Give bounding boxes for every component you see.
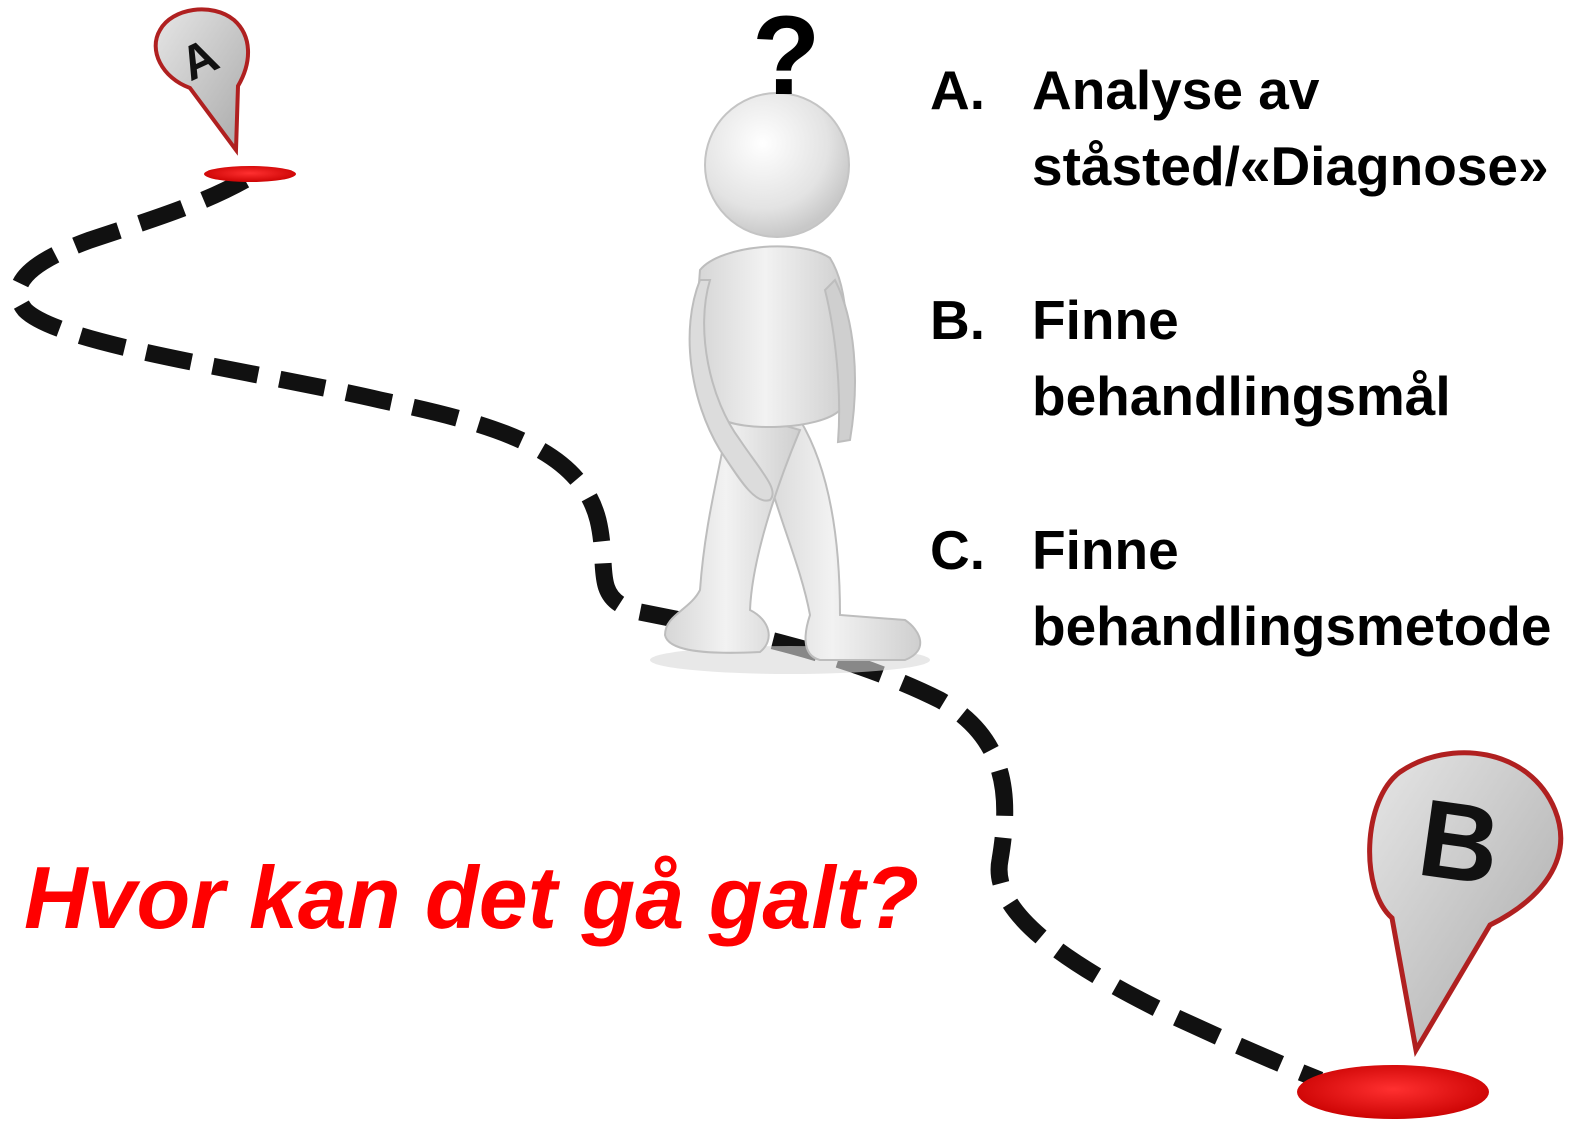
end-marker-base [1297,1065,1489,1119]
steps-list: A. Analyse av ståsted/«Diagnose» B. Finn… [930,52,1570,742]
figure-arm [688,279,774,502]
figure-torso [697,245,848,429]
step-letter: B. [930,289,985,351]
step-letter: A. [930,59,985,121]
figure-back-leg [758,418,922,661]
step-text: Finne behandlingsmål [1032,289,1451,427]
start-marker: A [153,7,296,182]
step-item-a: A. Analyse av ståsted/«Diagnose» [930,52,1570,204]
figure-head [704,92,850,238]
headline: Hvor kan det gå galt? [24,848,919,947]
step-item-c: C. Finne behandlingsmetode [930,512,1570,664]
figure-back-arm [823,278,856,444]
step-text: Analyse av ståsted/«Diagnose» [1032,59,1549,197]
end-marker-pin [1367,750,1564,1058]
figure-front-leg [663,408,802,654]
step-item-b: B. Finne behandlingsmål [930,282,1570,434]
start-marker-pin [153,7,251,156]
winding-path [9,172,1324,1088]
walking-figure [650,92,930,674]
end-marker: B [1297,750,1564,1119]
start-marker-base [204,166,296,182]
step-text: Finne behandlingsmetode [1032,519,1552,657]
step-letter: C. [930,519,985,581]
question-mark: ? [752,0,821,118]
end-marker-label: B [1411,776,1507,909]
